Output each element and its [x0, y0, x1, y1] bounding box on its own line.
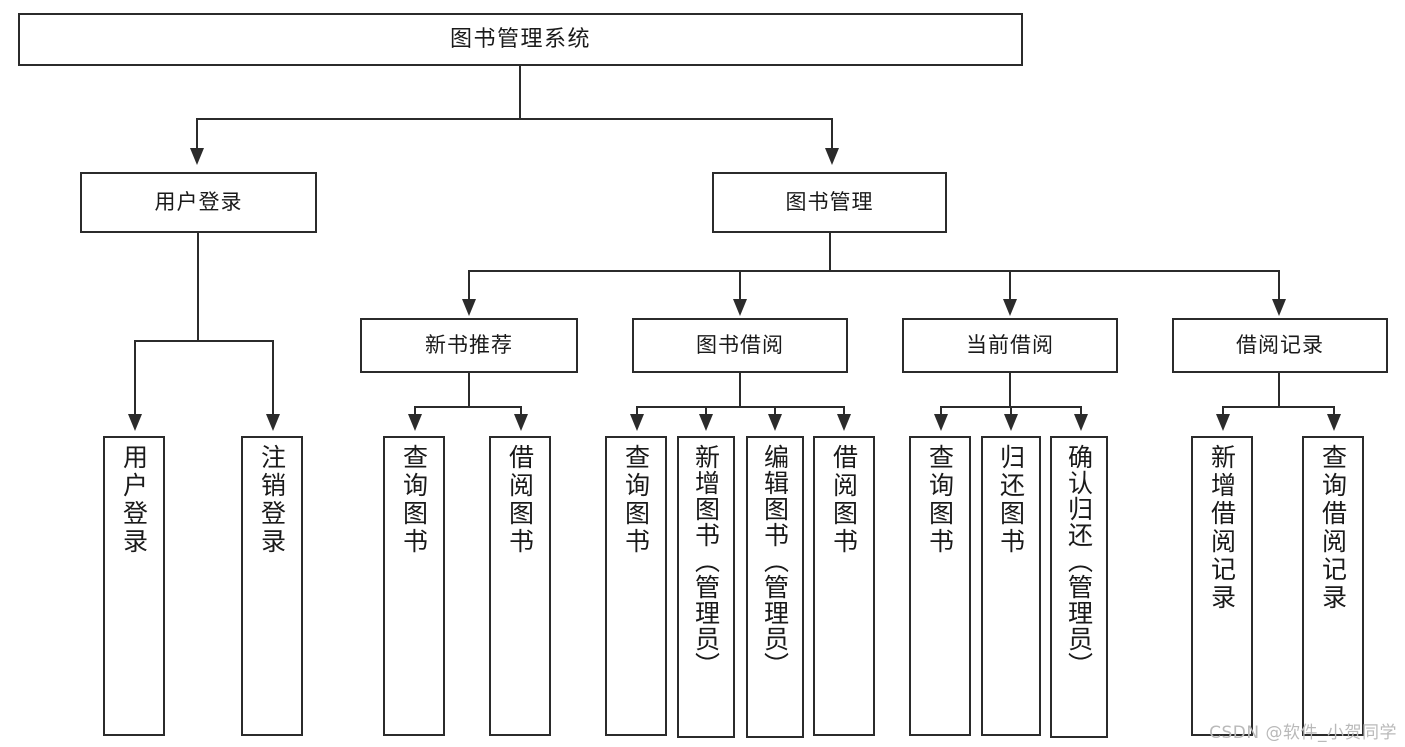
leaf-borrow-query-book[interactable]: 查询图书 [605, 436, 667, 736]
node-label: 图书管理 [785, 190, 874, 215]
connector-root-to-book-manage [831, 118, 833, 151]
node-new-book-recommend[interactable]: 新书推荐 [360, 318, 578, 373]
leaf-current-query-book[interactable]: 查询图书 [909, 436, 971, 736]
connector-root-stem [519, 66, 521, 119]
connector-bm-branch-2 [739, 270, 741, 302]
node-label: 注销登录 [257, 444, 287, 556]
connector-br-branch-1 [1222, 406, 1224, 418]
csdn-watermark: CSDN @软件_小贺同学 [1209, 723, 1397, 743]
connector-bb-branch-3 [774, 406, 776, 418]
connector-cb-stem [1009, 373, 1011, 407]
connector-user-login-bus [134, 340, 274, 342]
arrowhead-leaf-rec-add [1216, 414, 1230, 431]
node-label: 借阅记录 [1236, 333, 1324, 358]
arrowhead-current-borrow [1003, 299, 1017, 316]
connector-user-login-stem [197, 233, 199, 341]
node-label: 用户登录 [154, 190, 243, 215]
arrowhead-leaf-user-logout [266, 414, 280, 431]
node-label: 借阅图书 [829, 444, 859, 556]
arrowhead-new-book-rec [462, 299, 476, 316]
arrowhead-borrow-record [1272, 299, 1286, 316]
arrowhead-leaf-borrow-lend [837, 414, 851, 431]
arrowhead-leaf-cur-query [934, 414, 948, 431]
node-label: 用户登录 [119, 444, 149, 556]
leaf-recommend-borrow-book[interactable]: 借阅图书 [489, 436, 551, 736]
leaf-user-logout[interactable]: 注销登录 [241, 436, 303, 736]
node-label: 图书管理系统 [449, 26, 591, 52]
arrowhead-book-borrow [733, 299, 747, 316]
connector-cb-branch-1 [940, 406, 942, 418]
node-book-borrow[interactable]: 图书借阅 [632, 318, 848, 373]
node-label: 查询图书 [925, 444, 955, 556]
connector-root-to-user-login [196, 118, 198, 151]
arrowhead-book-manage [825, 148, 839, 165]
node-label: 归还图书 [996, 444, 1026, 556]
node-label: 图书借阅 [696, 333, 784, 358]
connector-bb-branch-1 [636, 406, 638, 418]
leaf-borrow-lend-book[interactable]: 借阅图书 [813, 436, 875, 736]
arrowhead-user-login [190, 148, 204, 165]
leaf-record-add-borrow-record[interactable]: 新增借阅记录 [1191, 436, 1253, 736]
leaf-recommend-query-book[interactable]: 查询图书 [383, 436, 445, 736]
leaf-borrow-edit-book-admin[interactable]: 编辑图书（管理员） [746, 436, 804, 738]
connector-nbr-branch-2 [520, 406, 522, 418]
node-user-login[interactable]: 用户登录 [80, 172, 317, 233]
connector-user-login-branch-1 [134, 340, 136, 416]
node-label: 新增借阅记录 [1207, 444, 1237, 612]
node-label: 新增图书（管理员） [691, 444, 721, 678]
connector-book-manage-bus [468, 270, 1280, 272]
connector-user-login-branch-2 [272, 340, 274, 416]
leaf-record-query-borrow-record[interactable]: 查询借阅记录 [1302, 436, 1364, 736]
connector-root-bus [196, 118, 833, 120]
arrowhead-leaf-rec-query2 [1327, 414, 1341, 431]
connector-cb-branch-2 [1010, 406, 1012, 418]
connector-bm-branch-4 [1278, 270, 1280, 302]
leaf-current-return-book[interactable]: 归还图书 [981, 436, 1041, 736]
arrowhead-leaf-user-login [128, 414, 142, 431]
node-borrow-record[interactable]: 借阅记录 [1172, 318, 1388, 373]
connector-nbr-bus [414, 406, 522, 408]
connector-bb-bus [636, 406, 845, 408]
connector-bb-stem [739, 373, 741, 407]
node-label: 查询借阅记录 [1318, 444, 1348, 612]
arrowhead-leaf-cur-return [1004, 414, 1018, 431]
node-label: 查询图书 [399, 444, 429, 556]
node-label: 新书推荐 [425, 333, 513, 358]
connector-br-branch-2 [1333, 406, 1335, 418]
arrowhead-leaf-cur-confirm [1074, 414, 1088, 431]
connector-nbr-stem [468, 373, 470, 407]
node-book-management[interactable]: 图书管理 [712, 172, 947, 233]
arrowhead-leaf-rec-borrow [514, 414, 528, 431]
arrowhead-leaf-borrow-edit [768, 414, 782, 431]
connector-br-bus [1222, 406, 1335, 408]
arrowhead-leaf-borrow-query [630, 414, 644, 431]
connector-bb-branch-2 [705, 406, 707, 418]
node-label: 借阅图书 [505, 444, 535, 556]
connector-bm-branch-1 [468, 270, 470, 302]
node-label: 确认归还（管理员） [1064, 444, 1094, 678]
arrowhead-leaf-rec-query [408, 414, 422, 431]
connector-bm-branch-3 [1009, 270, 1011, 302]
connector-book-manage-stem [829, 233, 831, 271]
connector-br-stem [1278, 373, 1280, 407]
connector-cb-branch-3 [1080, 406, 1082, 418]
node-label: 当前借阅 [966, 333, 1054, 358]
node-label: 查询图书 [621, 444, 651, 556]
arrowhead-leaf-borrow-add [699, 414, 713, 431]
node-book-management-system[interactable]: 图书管理系统 [18, 13, 1023, 66]
leaf-borrow-add-book-admin[interactable]: 新增图书（管理员） [677, 436, 735, 738]
node-current-borrow[interactable]: 当前借阅 [902, 318, 1118, 373]
leaf-user-login[interactable]: 用户登录 [103, 436, 165, 736]
connector-bb-branch-4 [843, 406, 845, 418]
connector-nbr-branch-1 [414, 406, 416, 418]
node-label: 编辑图书（管理员） [760, 444, 790, 678]
leaf-current-confirm-return-admin[interactable]: 确认归还（管理员） [1050, 436, 1108, 738]
